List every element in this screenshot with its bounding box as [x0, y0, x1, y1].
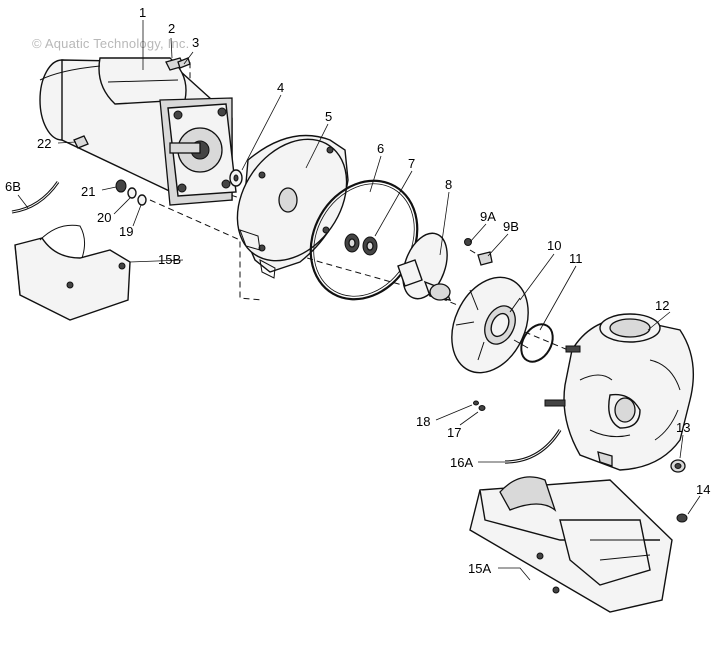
- label-9a: 9A: [480, 209, 496, 224]
- label-15a: 15A: [468, 561, 491, 576]
- label-11: 11: [569, 251, 583, 266]
- label-1: 1: [139, 5, 146, 20]
- base-screw-14: [676, 513, 688, 523]
- label-6: 6: [377, 141, 384, 156]
- label-3: 3: [192, 35, 199, 50]
- housing-strap: [504, 429, 562, 464]
- label-8: 8: [445, 177, 452, 192]
- label-21: 21: [81, 184, 95, 199]
- label-20: 20: [97, 210, 111, 225]
- washer-18: [473, 400, 479, 406]
- label-16a: 16A: [450, 455, 473, 470]
- washer-19: [137, 194, 147, 206]
- nut-9a: [464, 238, 472, 246]
- diffuser-o-ring: [520, 323, 554, 363]
- label-15b: 15B: [158, 252, 181, 267]
- label-22: 22: [37, 136, 51, 151]
- impeller: [397, 232, 452, 301]
- copyright-notice: © Aquatic Technology, Inc.: [32, 36, 190, 51]
- drain-plug: [670, 459, 686, 473]
- label-9b: 9B: [503, 219, 519, 234]
- label-12: 12: [655, 298, 669, 313]
- bolt-22: [73, 135, 89, 149]
- leader-lines: [17, 20, 701, 581]
- label-19: 19: [119, 224, 133, 239]
- label-10: 10: [547, 238, 561, 253]
- seal-plate: [236, 134, 349, 279]
- washer-4: [229, 169, 243, 187]
- screw-17: [478, 405, 486, 411]
- diffuser: [451, 276, 529, 374]
- motor: [39, 57, 237, 206]
- pump-base: [469, 476, 673, 613]
- label-7: 7: [408, 156, 415, 171]
- shaft-seal: [344, 233, 378, 256]
- label-5: 5: [325, 109, 332, 124]
- pump-housing: [544, 313, 695, 471]
- label-4: 4: [277, 80, 284, 95]
- label-2: 2: [168, 21, 175, 36]
- label-13: 13: [676, 420, 690, 435]
- washer-20: [127, 187, 137, 199]
- nut-21: [115, 179, 127, 193]
- part-labels: 1 2 3 4 5 6 7 8 9A 9B 10 11 12 13 14 15A…: [5, 5, 710, 576]
- motor-base: [14, 224, 131, 321]
- label-17: 17: [447, 425, 461, 440]
- motor-strap: [11, 181, 60, 214]
- label-14: 14: [696, 482, 710, 497]
- label-18: 18: [416, 414, 430, 429]
- label-6b: 6B: [5, 179, 21, 194]
